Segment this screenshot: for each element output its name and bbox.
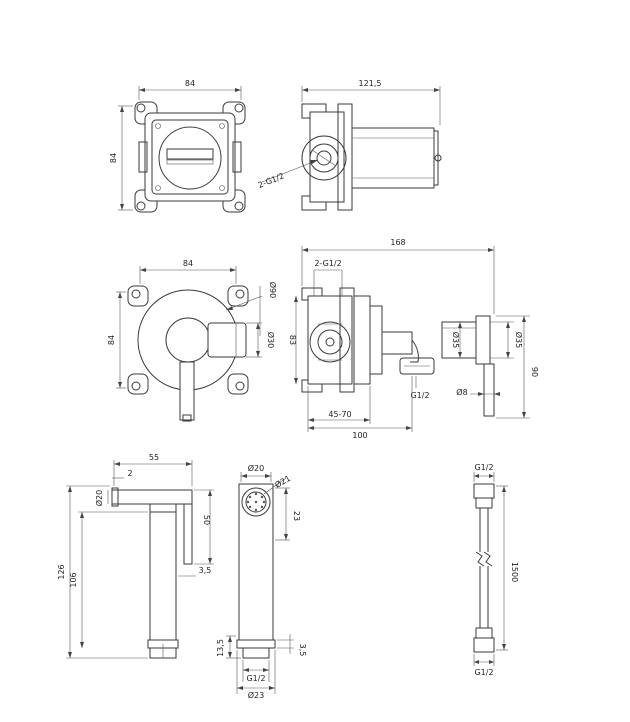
box-frame xyxy=(144,112,236,202)
lever-arm xyxy=(207,322,247,358)
hose-bottom-nut xyxy=(473,637,495,653)
view-hose: G1/2 1500 G1/2 xyxy=(473,463,519,677)
dim-v6-base: Ø23 xyxy=(248,690,264,700)
dim-v4-range: 45-70 xyxy=(328,410,351,419)
aerator-holes xyxy=(246,492,266,512)
view-mounting-box-front: 84 84 xyxy=(109,79,246,213)
dim-v1-width: 84 xyxy=(185,79,195,88)
dim-v2-length: 121,5 xyxy=(359,79,382,88)
dim-v5-dia: Ø20 xyxy=(94,490,104,506)
side-port xyxy=(301,135,347,181)
spout-top xyxy=(111,489,193,505)
dim-v2-thread: 2-G1/2 xyxy=(257,171,286,190)
dim-v4-dia35a: Ø35 xyxy=(451,332,461,348)
dim-v6-top: Ø20 xyxy=(248,463,264,473)
box-cartridge-circle xyxy=(158,126,222,190)
hose-top-nut xyxy=(473,483,495,499)
dim-v5-offset: 2 xyxy=(127,469,132,478)
holder-plate xyxy=(475,315,491,365)
holder-stem xyxy=(483,363,495,417)
dim-v7-top: G1/2 xyxy=(474,463,493,472)
dim-v4-thread: 2-G1/2 xyxy=(314,259,341,268)
dim-v6-flange: 3,5 xyxy=(298,644,307,657)
dim-v3-width: 84 xyxy=(183,259,193,268)
lever-stem xyxy=(179,361,195,421)
dim-v4-outlet: G1/2 xyxy=(410,391,429,400)
dim-v4-dia8: Ø8 xyxy=(456,387,467,397)
dim-v1-height: 84 xyxy=(109,153,118,163)
dim-v6-baseh: 13,5 xyxy=(216,639,225,657)
box-slot xyxy=(166,148,214,160)
dim-v4-length: 168 xyxy=(390,238,405,247)
dim-v6-head: Ø21 xyxy=(273,473,292,490)
dim-v3-lever: Ø30 xyxy=(266,332,276,348)
dim-v4-height: 90 xyxy=(530,367,539,377)
view-mixer-front: 84 84 Ø90 Ø30 xyxy=(107,259,278,422)
dim-v5-width: 55 xyxy=(149,453,159,462)
dim-v5-total: 126 xyxy=(57,564,66,579)
installed-body xyxy=(307,295,353,385)
dim-v4-dia35b: Ø35 xyxy=(514,332,524,348)
dim-v7-bottom: G1/2 xyxy=(474,668,493,677)
dim-v4-depth: 83 xyxy=(288,335,297,345)
dim-v5-height1: 50 xyxy=(202,515,211,525)
view-spout-front: Ø20 Ø21 23 13,5 3,5 G1/2 Ø xyxy=(216,463,307,700)
dim-v5-wall: 3,5 xyxy=(199,566,212,575)
view-installed-side: 168 2-G1/2 83 Ø35 Ø35 90 G1/2 xyxy=(288,238,539,440)
spout-column xyxy=(149,511,177,641)
dim-v6-thread: G1/2 xyxy=(246,674,265,683)
side-housing xyxy=(351,127,435,189)
dim-v3-height: 84 xyxy=(107,335,116,345)
outlet-pipe xyxy=(381,331,413,355)
dim-v3-plate: Ø90 xyxy=(268,282,278,298)
dim-v4-total: 100 xyxy=(352,431,367,440)
view-mounting-box-side: 121,5 2-G1/2 xyxy=(257,79,442,211)
dim-v6-headh: 23 xyxy=(292,511,301,521)
hose-connector xyxy=(399,357,435,375)
dim-v7-length: 1500 xyxy=(510,562,519,582)
view-spout-side: 55 2 Ø20 50 3,5 126 106 xyxy=(57,453,214,659)
side-body xyxy=(309,111,345,203)
mixer-ears xyxy=(127,285,249,395)
dim-v5-body: 106 xyxy=(69,572,78,587)
